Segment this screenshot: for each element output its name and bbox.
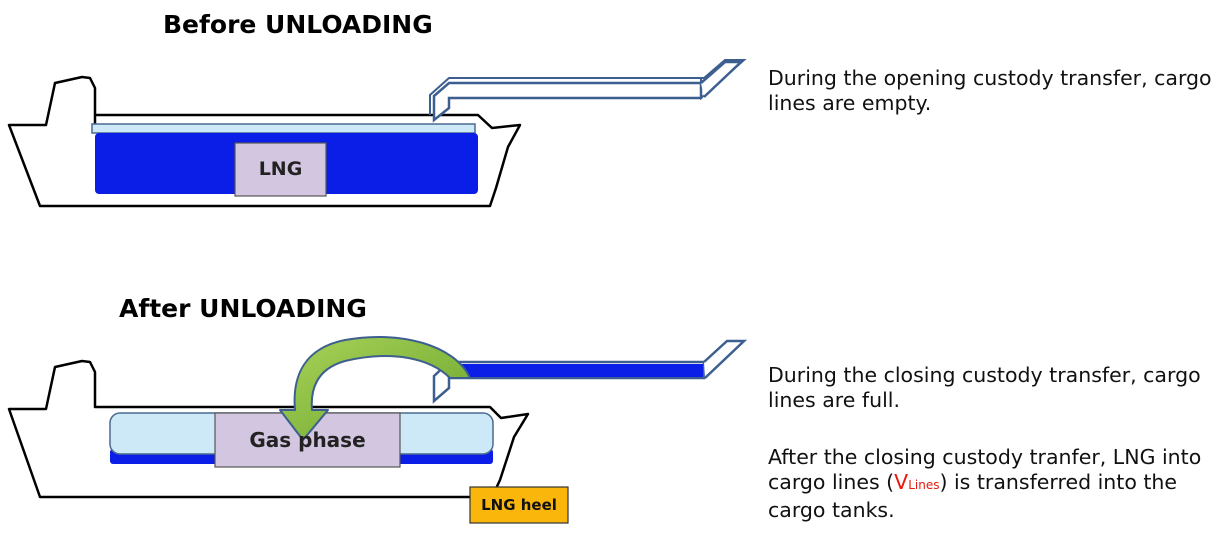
v-lines-symbol: V	[894, 470, 909, 494]
transfer-arrow	[279, 335, 471, 441]
before-description: During the opening custody transfer, car…	[768, 66, 1212, 115]
before-ship	[7, 75, 522, 208]
after-description-2-post: ) is transferred into the cargo tanks.	[768, 470, 1178, 522]
before-tank-top-layer	[91, 123, 476, 134]
v-lines-subscript: Lines	[908, 478, 940, 492]
before-tank-label: LNG	[258, 158, 303, 180]
after-description-1: During the closing custody transfer, car…	[768, 363, 1201, 412]
heel-label-box	[469, 486, 569, 524]
after-title: After UNLOADING	[119, 294, 367, 323]
after-description-2: After the closing custody tranfer, LNG i…	[768, 445, 1213, 523]
before-tank-label-box	[234, 142, 327, 197]
after-description-2-pre: After the closing custody tranfer, LNG i…	[768, 445, 1202, 494]
heel-label: LNG heel	[481, 496, 557, 514]
after-tank-label: Gas phase	[249, 428, 366, 452]
before-title: Before UNLOADING	[163, 10, 433, 39]
before-cargo-line	[429, 59, 747, 123]
after-cargo-line	[432, 339, 748, 404]
